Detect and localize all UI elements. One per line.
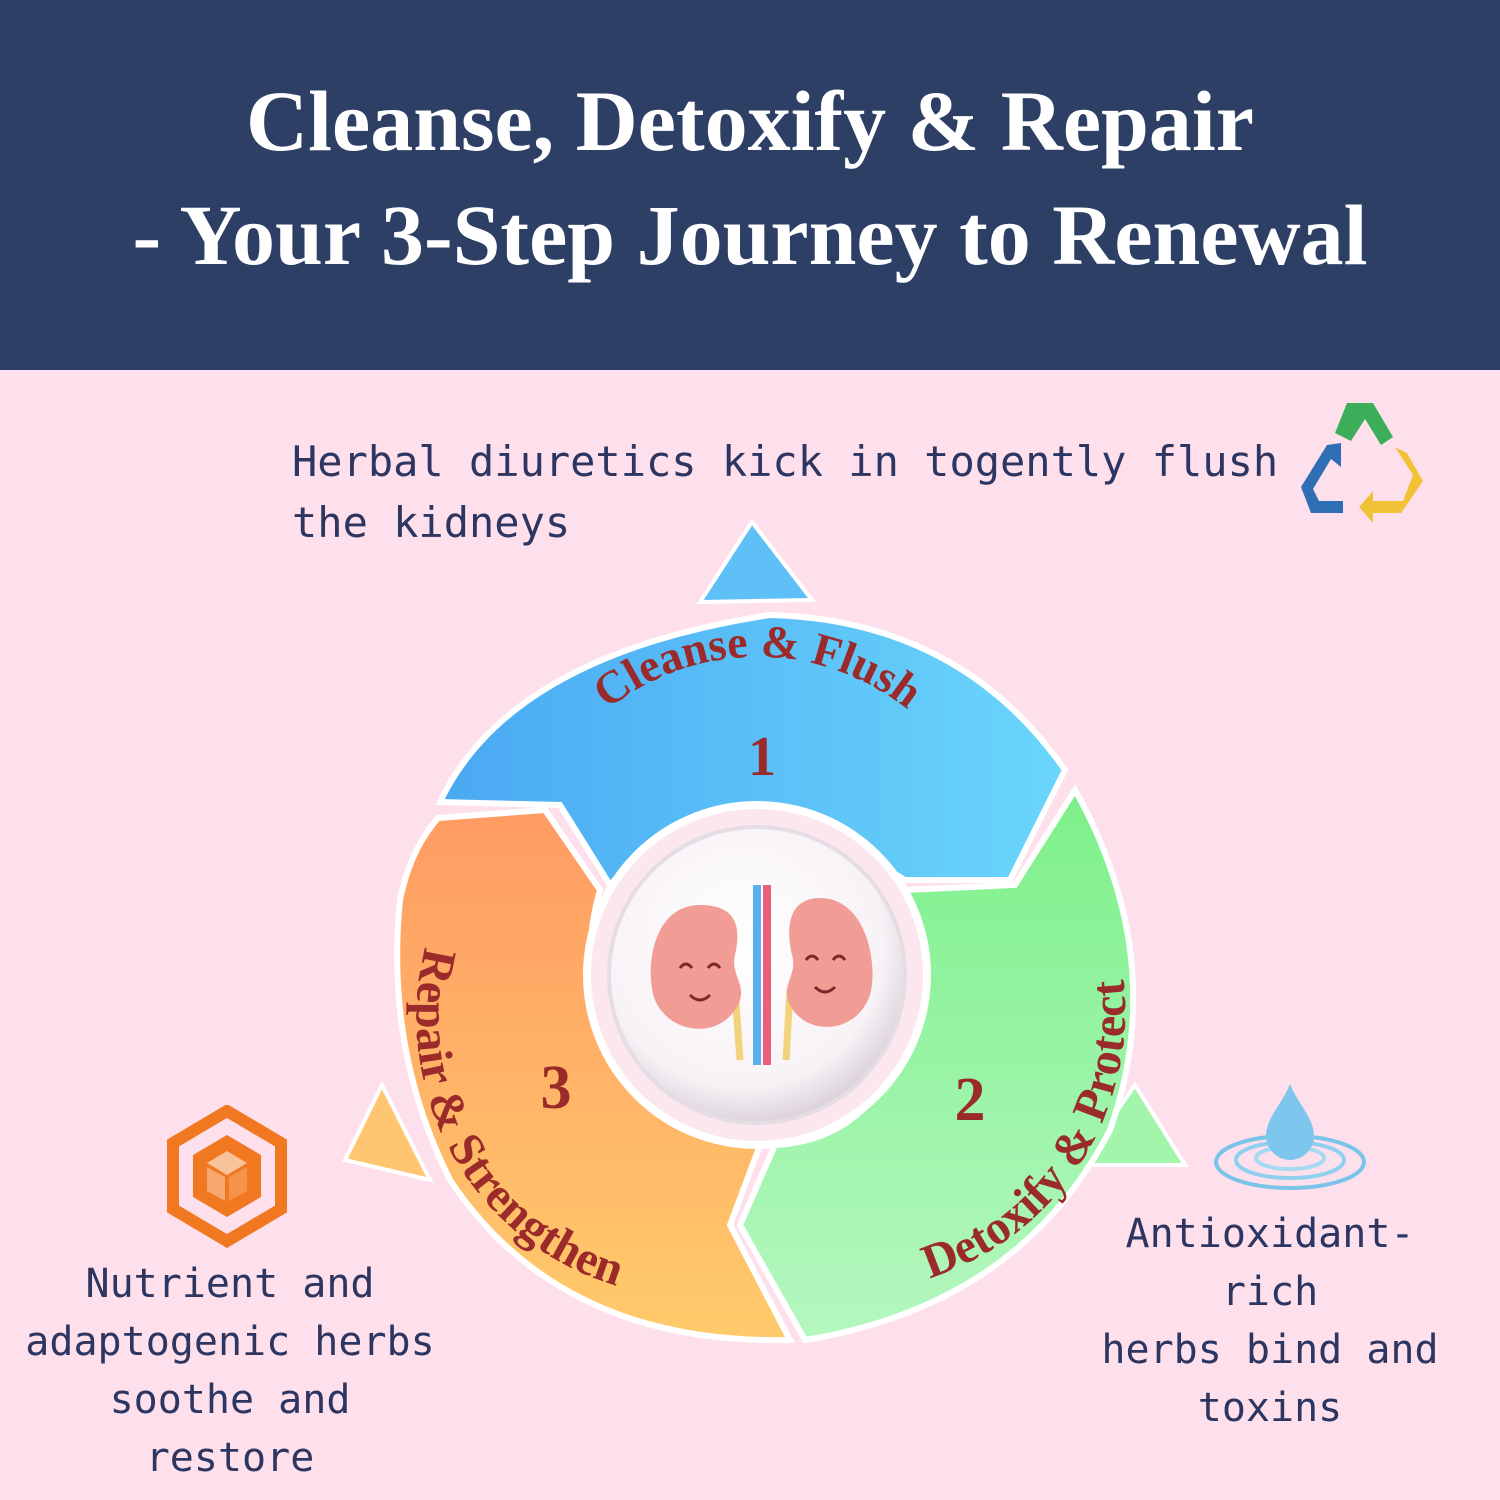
caption-step3-line3: soothe and restore xyxy=(109,1377,351,1481)
step1-number: 1 xyxy=(748,726,776,788)
water-drop-icon xyxy=(1214,1084,1366,1190)
caption-step2-line2: herbs bind and xyxy=(1101,1327,1439,1373)
step3-arrow-tip xyxy=(342,1080,434,1183)
step1-arrow-tip xyxy=(696,518,817,605)
step-wheel: Cleanse & Flush 1 Detoxify & Protect 2 R… xyxy=(342,518,1189,1344)
caption-step1: Herbal diuretics kick in togently flush … xyxy=(292,437,1279,547)
step2-number: 2 xyxy=(955,1066,986,1134)
caption-step2: Antioxidant-rich herbs bind and toxins xyxy=(1090,1205,1450,1437)
caption-step3: Nutrient and adaptogenic herbs soothe an… xyxy=(20,1255,440,1487)
page-title-line2: - Your 3-Step Journey to Renewal xyxy=(132,187,1368,283)
caption-step3-line2: adaptogenic herbs xyxy=(25,1319,435,1365)
caption-step3-line1: Nutrient and xyxy=(85,1261,375,1307)
recycle-icon xyxy=(1301,403,1423,523)
caption-step2-line1: Antioxidant-rich xyxy=(1125,1211,1415,1315)
header-banner: Cleanse, Detoxify & Repair - Your 3-Step… xyxy=(0,0,1500,370)
page-title-line1: Cleanse, Detoxify & Repair xyxy=(246,73,1254,169)
kidneys-icon xyxy=(650,885,873,1065)
caption-step2-line3: toxins xyxy=(1197,1385,1343,1431)
hexagon-cube-icon xyxy=(167,1105,287,1248)
step3-number: 3 xyxy=(541,1054,572,1122)
